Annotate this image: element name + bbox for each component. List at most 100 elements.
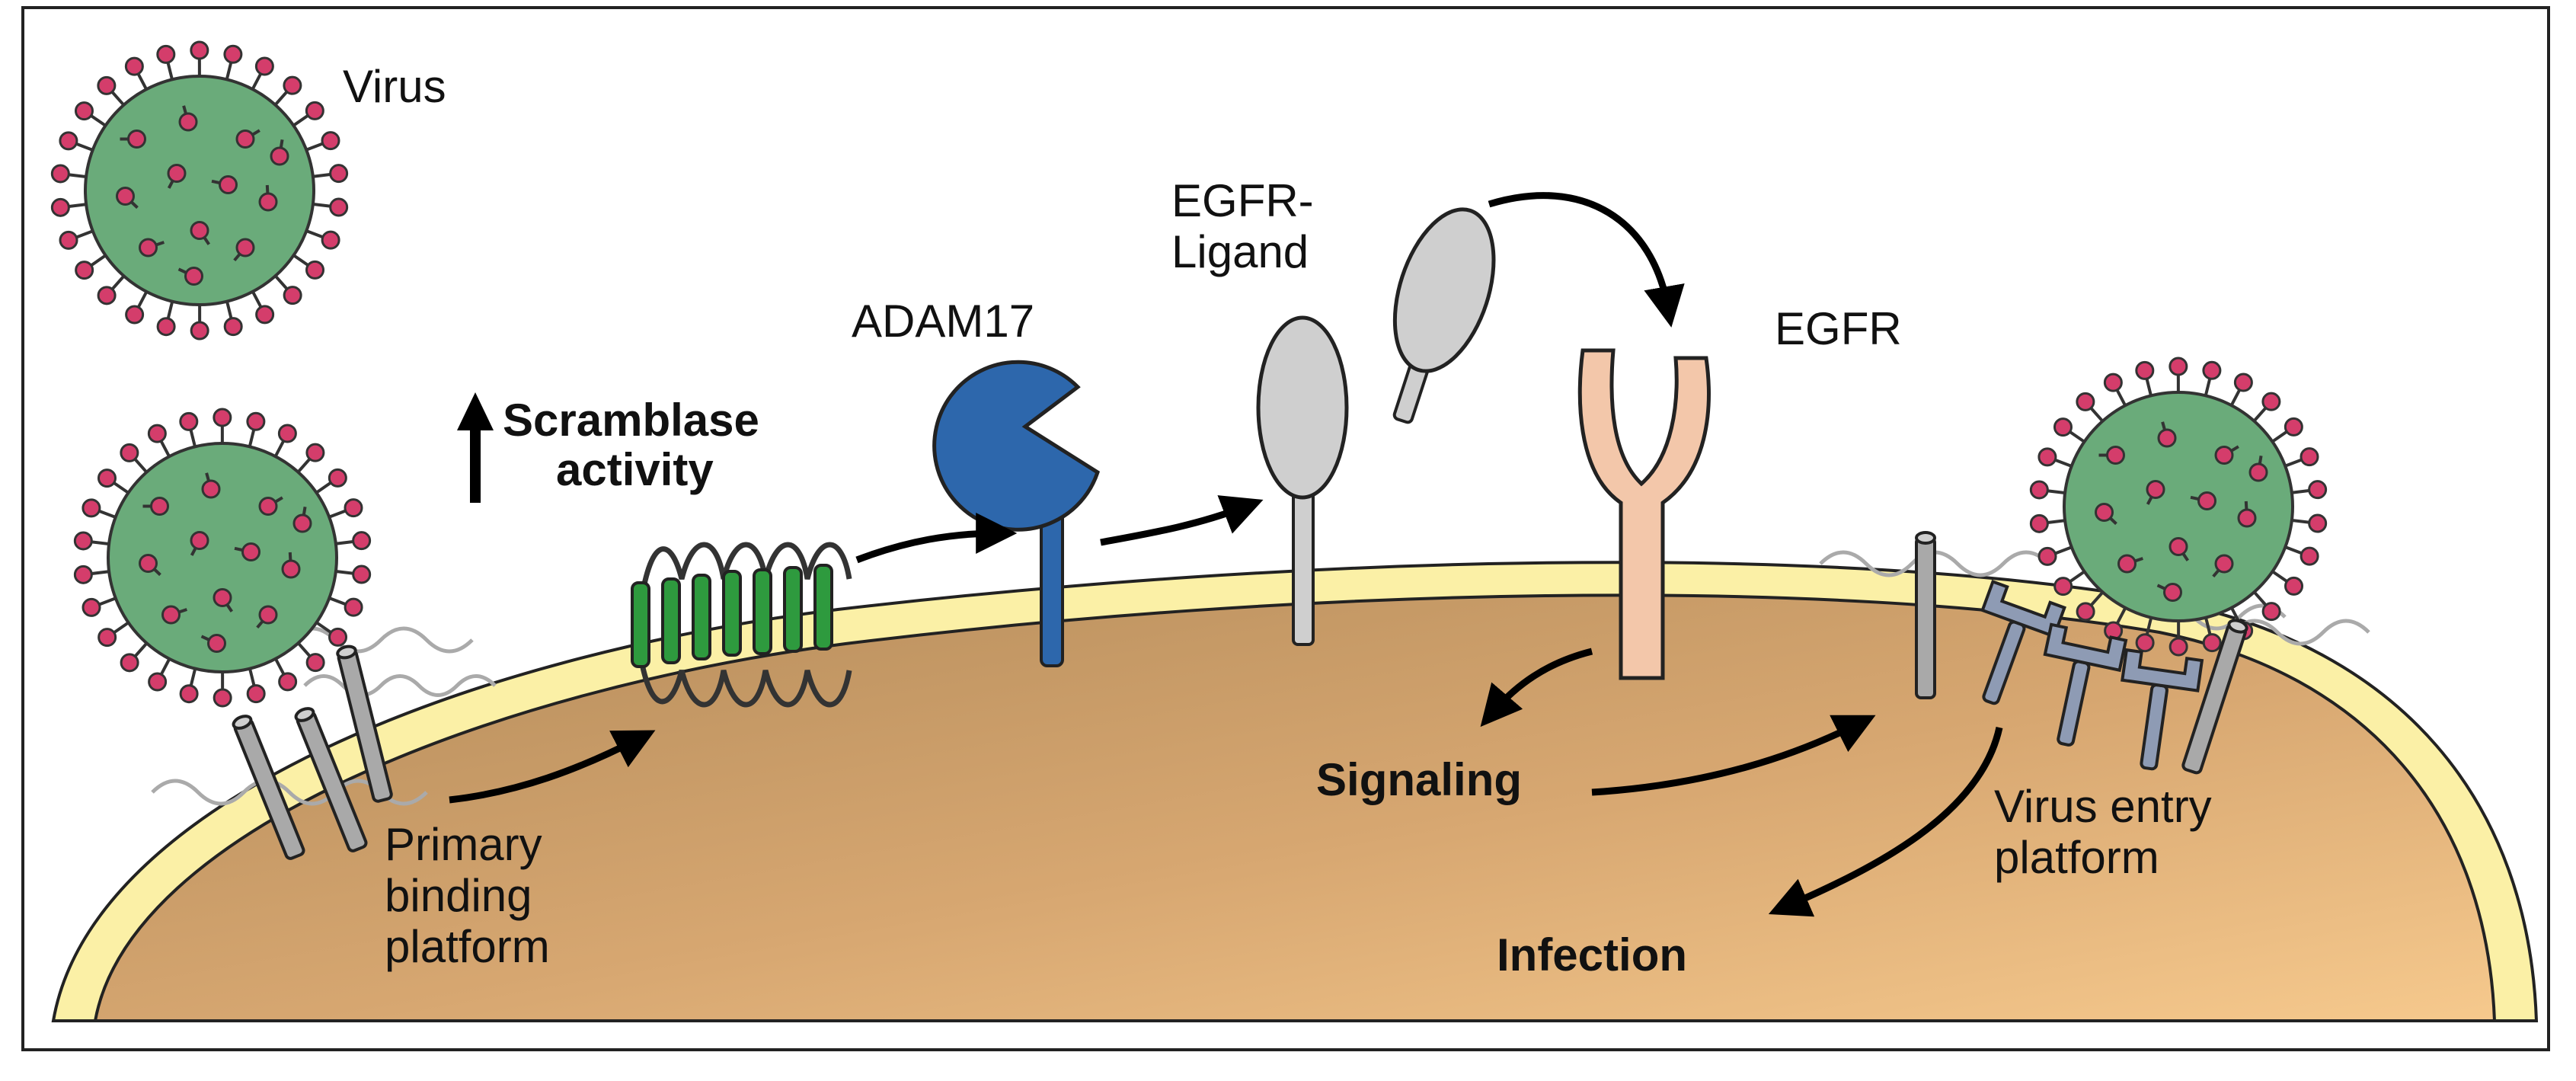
virus-spike-head — [156, 44, 176, 64]
virus-spike-head — [179, 411, 199, 431]
arrow-primary-to-scramblase — [449, 730, 656, 804]
virus-spike-head — [2037, 447, 2057, 467]
label-scramblase-activity: Scramblase activity — [503, 395, 759, 495]
label-scramblase-line2: activity — [556, 443, 714, 495]
entry-receptors — [1980, 579, 2204, 771]
virus-spike-head — [283, 286, 302, 305]
virus-spike-head — [321, 131, 340, 151]
virus-spike-head — [139, 554, 158, 573]
virus-spike-head — [150, 497, 169, 516]
virus-spike-head — [235, 238, 255, 257]
virus-spike-head — [179, 684, 199, 704]
virus-spike-head — [2103, 373, 2123, 392]
arrow-egfr-to-signaling — [1480, 648, 1593, 728]
virus-spike-head — [2029, 513, 2049, 533]
virus-spike-head — [190, 321, 209, 341]
arrow-scramblase-to-adam17 — [855, 513, 1018, 564]
virus-spike-head — [258, 605, 278, 625]
virus-spike-head — [125, 305, 145, 325]
virus-spike-head — [147, 424, 167, 443]
virus-spike-head — [2163, 583, 2182, 602]
label-primary-line3: platform — [385, 921, 550, 973]
label-entry-line1: Virus entry — [1994, 781, 2212, 832]
virus-spike-head — [2169, 357, 2188, 376]
entry-platform-rods — [1915, 531, 2248, 775]
virus-spike-head — [139, 238, 158, 257]
virus-spike-head — [329, 164, 349, 184]
virus-particle-bound — [73, 408, 372, 708]
virus-spike-head — [344, 498, 363, 518]
virus-spike-head — [50, 197, 70, 217]
label-primary-line2: binding — [385, 870, 532, 922]
virus-spike-head — [201, 479, 221, 499]
virus-spike-head — [124, 56, 144, 76]
virus-spike-head — [213, 688, 232, 708]
virus-spike-head — [329, 197, 349, 217]
virus-particle-top — [50, 40, 349, 341]
virus-spike-head — [258, 192, 278, 212]
arrow-adam17-to-ligand — [1100, 495, 1264, 546]
virus-spike-head — [352, 531, 372, 551]
virus-spike-head — [2169, 637, 2188, 657]
virus-spike-head — [305, 443, 325, 462]
virus-spike-head — [2233, 373, 2253, 392]
virus-spike-head — [2053, 417, 2073, 437]
label-primary-binding-platform: Primary binding platform — [385, 819, 550, 973]
virus-spike-head — [2076, 602, 2095, 622]
label-adam17: ADAM17 — [852, 296, 1035, 347]
virus-spike-head — [97, 75, 117, 95]
virus-spike-head — [167, 164, 187, 183]
virus-spike-head — [59, 230, 78, 250]
up-arrow-icon — [457, 392, 494, 503]
virus-spike-head — [2169, 537, 2188, 556]
virus-spike-head — [305, 260, 325, 280]
virus-spike-head — [2300, 546, 2319, 566]
virus-spike-head — [2261, 602, 2281, 622]
virus-spike-head — [305, 653, 325, 673]
virus-spike-head — [219, 175, 238, 194]
virus-spike-head — [190, 531, 209, 550]
virus-spike-head — [148, 672, 168, 692]
virus-spike-head — [2053, 577, 2073, 596]
virus-spike-head — [2029, 480, 2049, 500]
adam17-protease — [932, 360, 1100, 667]
virus-spike-head — [241, 542, 260, 561]
virus-particle-entry — [2029, 357, 2328, 657]
virus-spike-head — [2214, 446, 2234, 465]
arrows — [449, 192, 2003, 917]
virus-spike-head — [246, 684, 266, 704]
virus-spike-head — [255, 305, 275, 325]
scramblase-protein — [631, 542, 852, 708]
virus-spike-head — [184, 267, 203, 286]
arrow-ligand-to-egfr — [1488, 192, 1685, 328]
virus-spike-head — [2135, 360, 2155, 380]
virus-spike-head — [2202, 633, 2222, 653]
virus-spike-head — [305, 101, 324, 120]
virus-spike-head — [73, 531, 93, 551]
virus-spike-head — [2202, 360, 2222, 380]
virus-spike-head — [281, 559, 301, 579]
virus-spike-head — [2197, 491, 2216, 510]
virus-spike-head — [2237, 508, 2257, 528]
virus-spike-head — [116, 187, 135, 206]
virus-spike-head — [2214, 554, 2234, 574]
virus-spike-head — [2076, 392, 2095, 411]
virus-spike-head — [344, 597, 363, 617]
virus-spike-head — [328, 627, 348, 647]
label-virus-entry-platform: Virus entry platform — [1994, 781, 2212, 883]
label-signaling: Signaling — [1316, 754, 1522, 805]
virus-spike-head — [190, 40, 209, 60]
virus-spike-head — [97, 286, 117, 305]
virus-spike-head — [2308, 513, 2328, 533]
virus-spike-head — [127, 130, 146, 149]
egfr-ligand-shed — [1392, 207, 1496, 424]
label-egfr-ligand: EGFR- Ligand — [1171, 175, 1314, 277]
virus-spike-head — [81, 597, 101, 617]
label-primary-line1: Primary — [385, 819, 542, 870]
virus-spike-head — [235, 130, 255, 149]
virus-spike-head — [2146, 480, 2165, 499]
virus-spike-head — [50, 164, 70, 184]
virus-spike-head — [207, 634, 226, 653]
virus-spike-head — [81, 498, 101, 518]
